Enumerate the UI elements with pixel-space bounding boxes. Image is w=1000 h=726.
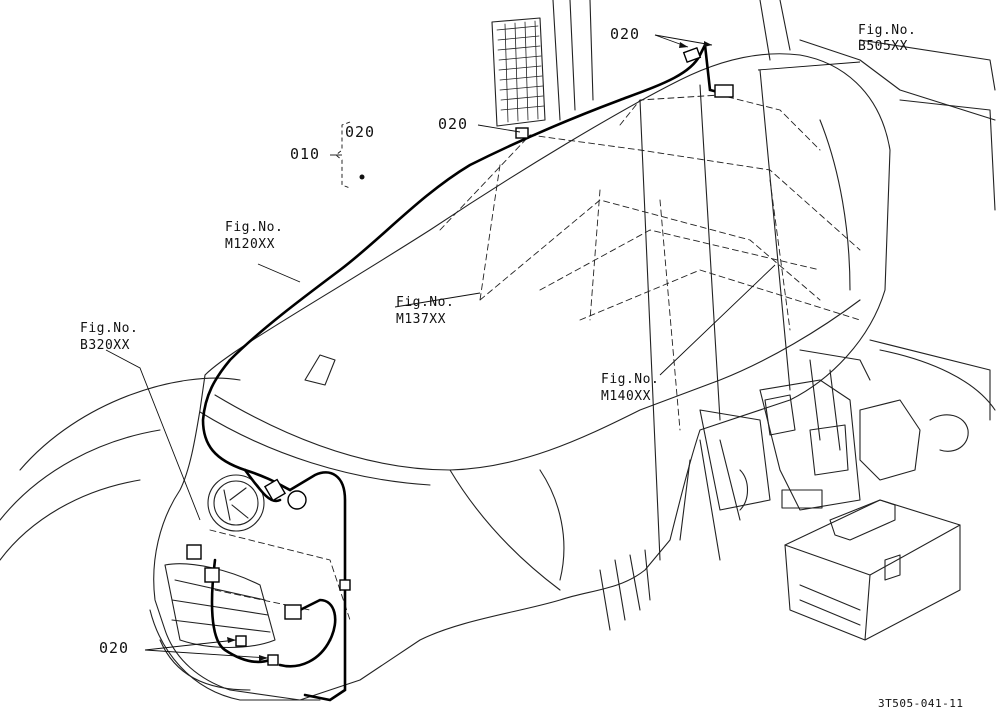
fig-ref-m140-label: Fig.No. [601, 372, 660, 387]
callout-020-bottom: 020 [99, 639, 130, 657]
leader-m120 [257, 263, 301, 283]
fig-ref-m137-label: Fig.No. [396, 295, 455, 310]
connector-mid [515, 127, 529, 139]
leader-b505 [757, 61, 861, 71]
fig-ref-m137-code: M137XX [396, 312, 446, 327]
fig-ref-b505-label: Fig.No. [858, 23, 917, 38]
callout-020-mid: 020 [438, 115, 469, 133]
fig-ref-b320-label: Fig.No. [80, 321, 139, 336]
fig-ref-m120-code: M120XX [225, 237, 275, 252]
inner-frame [209, 94, 861, 621]
drawing-id: 3T505-041-11 [878, 697, 964, 710]
connector-left-2 [204, 567, 220, 583]
horn-connector [287, 490, 307, 510]
callout-010: 010 [290, 145, 321, 163]
connectors [186, 47, 734, 666]
wheel-arc [19, 377, 241, 471]
fig-ref-m140-code: M140XX [601, 389, 651, 404]
leader-020-mid [477, 124, 521, 133]
leader-020-bottom-a [144, 639, 237, 651]
wheel-arc [0, 429, 161, 521]
hood-latch [304, 354, 336, 386]
callout-dot [359, 174, 365, 180]
clip-2 [267, 654, 279, 666]
leader-lines [105, 34, 861, 659]
toolbox [784, 499, 961, 641]
wheel-arc [0, 479, 141, 561]
callout-020-brace: 020 [345, 123, 376, 141]
fig-ref-b505-code: B505XX [858, 39, 908, 54]
exhaust-pipe [491, 17, 546, 127]
engine-components [599, 339, 991, 631]
leader-m137 [394, 292, 481, 308]
engine-hood [149, 53, 891, 701]
fig-ref-b320-code: B320XX [80, 338, 130, 353]
leader-020-top-b [654, 34, 713, 46]
brace-010 [335, 121, 351, 189]
clip-1 [235, 635, 247, 647]
front-emblem [207, 474, 265, 532]
leader-b320 [105, 349, 201, 521]
connector-left-1 [186, 544, 202, 560]
fig-ref-m120-label: Fig.No. [225, 220, 284, 235]
connector-emblem [263, 478, 287, 502]
connector-top [682, 47, 702, 63]
leader-m140 [659, 264, 776, 376]
cab-frame [552, 0, 996, 211]
leader-020-bottom-b [144, 649, 269, 659]
wheel-arc [879, 349, 996, 411]
callout-020-top: 020 [610, 25, 641, 43]
clip-3 [339, 579, 351, 591]
wiring-harness [201, 43, 732, 702]
connector-right [284, 604, 302, 620]
connector-top-right [714, 84, 734, 98]
